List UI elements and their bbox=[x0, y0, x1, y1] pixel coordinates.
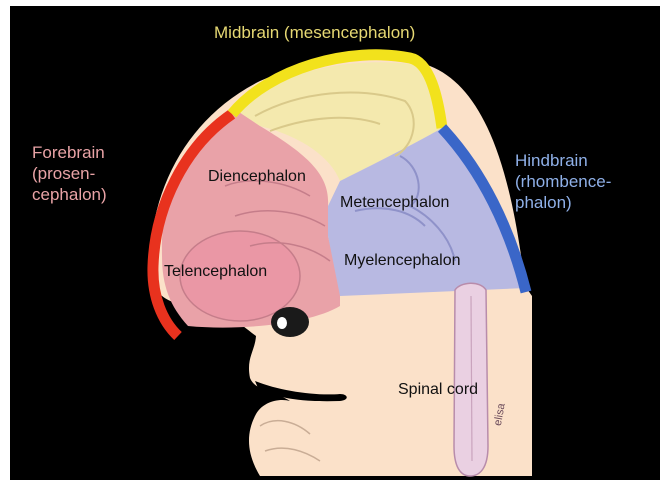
metencephalon-label: Metencephalon bbox=[340, 192, 449, 213]
forebrain-label-line: cephalon) bbox=[32, 184, 107, 205]
artist-signature: elisa bbox=[488, 402, 513, 428]
telencephalon-label: Telencephalon bbox=[164, 261, 267, 282]
forebrain-label-line: (prosen- bbox=[32, 163, 107, 184]
myelencephalon-label: Myelencephalon bbox=[344, 250, 461, 271]
forebrain-label: Forebrain (prosen- cephalon) bbox=[32, 142, 107, 205]
hindbrain-label-line: Hindbrain bbox=[515, 150, 611, 171]
eye bbox=[271, 307, 309, 337]
hindbrain-label: Hindbrain (rhombence- phalon) bbox=[515, 150, 611, 213]
embryo-head-illustration bbox=[10, 6, 660, 480]
hindbrain-label-line: (rhombence- bbox=[515, 171, 611, 192]
eye-highlight bbox=[277, 317, 287, 329]
spinal-cord-label: Spinal cord bbox=[398, 379, 478, 400]
midbrain-label: Midbrain (mesencephalon) bbox=[214, 22, 415, 43]
hindbrain-label-line: phalon) bbox=[515, 192, 611, 213]
diagram-frame: Midbrain (mesencephalon) Forebrain (pros… bbox=[10, 6, 660, 480]
diencephalon-label: Diencephalon bbox=[208, 166, 306, 187]
forebrain-label-line: Forebrain bbox=[32, 142, 107, 163]
